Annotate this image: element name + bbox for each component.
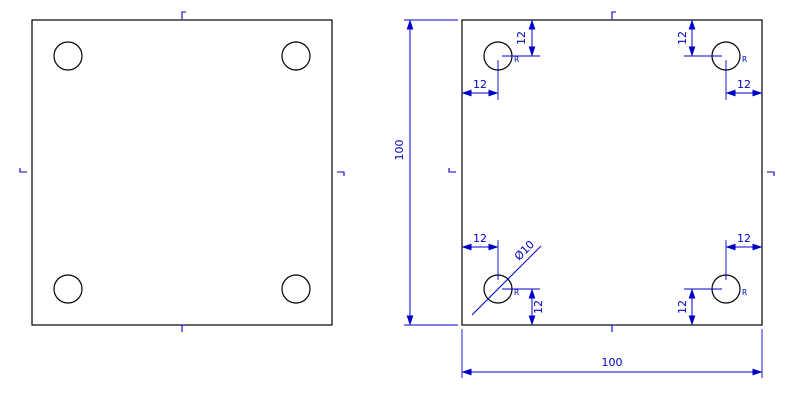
hole-ref-mark-label: R [742,55,747,64]
edge-midpoint-mark-icon [611,324,616,332]
hole-ref-mark-label: R [514,55,519,64]
edge-midpoint-mark-icon [448,168,456,173]
dim-label-hole-offset: 12 [473,78,487,91]
dim-label-hole-offset: 12 [532,300,545,314]
diameter-leader-line [471,245,542,316]
left-plate-hole-top-left [53,41,83,71]
dim-plate-width: 100 [461,329,763,378]
dim-label-hole-offset: 12 [515,31,528,45]
dim-hole-bottom-right: 12 12 [676,232,763,326]
left-plate-outline [31,19,333,326]
dim-label-hole-offset: 12 [676,300,689,314]
dim-hole-top-left: 12 12 [461,19,540,100]
dim-label-hole-offset: 12 [737,78,751,91]
hole-ref-mark-label: R [742,288,747,297]
edge-midpoint-mark-icon [19,168,27,173]
dim-label-hole-offset: 12 [473,232,487,245]
left-plate-hole-top-right [281,41,311,71]
dim-label-hole-offset: 12 [737,232,751,245]
edge-midpoint-mark-icon [337,171,345,176]
edge-midpoint-mark-icon [611,11,616,19]
dim-hole-bottom-left: 12 12 Ø10 [461,232,545,326]
dim-plate-height: 100 [393,19,458,326]
edge-midpoint-mark-icon [181,324,186,332]
dim-hole-top-right: 12 12 [676,19,763,100]
dim-label-hole-offset: 12 [676,31,689,45]
edge-midpoint-mark-icon [181,11,186,19]
dim-label-hole-diameter: Ø10 [512,238,537,263]
left-plate-hole-bottom-right [281,274,311,304]
dim-label-plate-width: 100 [602,356,623,369]
left-plate-hole-bottom-left [53,274,83,304]
right-plate-outline [461,19,763,326]
left-plate-view [19,11,345,332]
edge-midpoint-mark-icon [767,171,775,176]
hole-ref-mark-label: R [514,288,519,297]
dim-label-plate-height: 100 [393,140,406,161]
